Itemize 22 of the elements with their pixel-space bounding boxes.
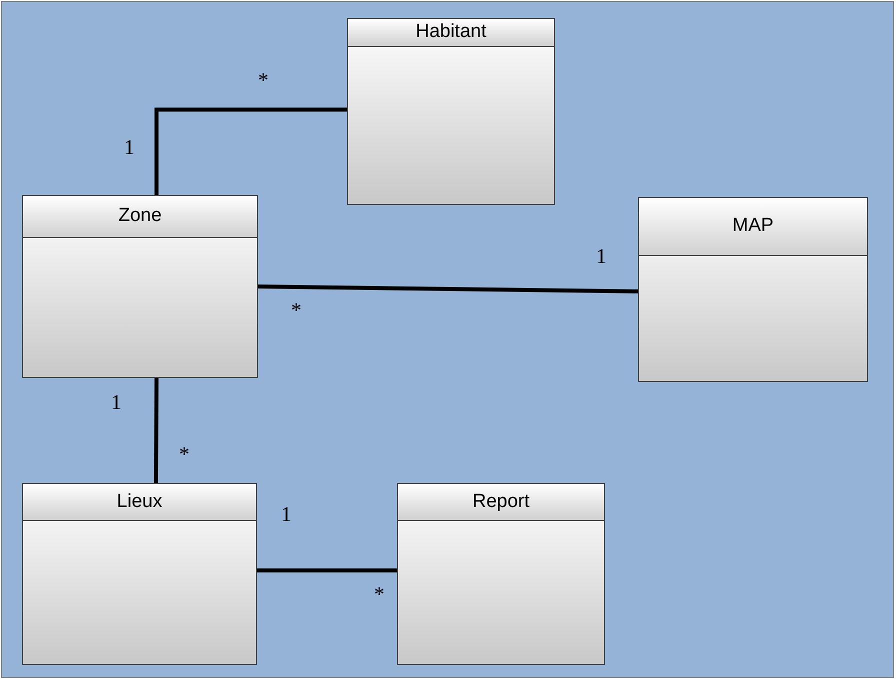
multiplicity-label: * [374, 584, 384, 605]
class-box [397, 483, 605, 665]
association-line [154, 108, 347, 195]
class-name: Zone [118, 204, 162, 228]
class-box [638, 197, 868, 382]
multiplicity-label: 1 [596, 246, 606, 267]
multiplicity-label: * [179, 444, 190, 465]
multiplicity-label: 1 [124, 137, 134, 158]
class-name: Report [472, 490, 530, 514]
multiplicity-label: 1 [281, 504, 292, 525]
multiplicity-label: * [291, 300, 302, 321]
class-name: Habitant [416, 20, 486, 44]
class-name: MAP [732, 214, 774, 238]
multiplicity-label: * [258, 70, 268, 91]
association-line [257, 568, 397, 572]
class-box [347, 18, 555, 205]
class-box [22, 195, 258, 378]
association-line [154, 378, 159, 484]
class-box [22, 483, 257, 665]
multiplicity-label: 1 [111, 392, 122, 413]
class-name: Lieux [116, 490, 162, 514]
association-line [258, 284, 638, 294]
